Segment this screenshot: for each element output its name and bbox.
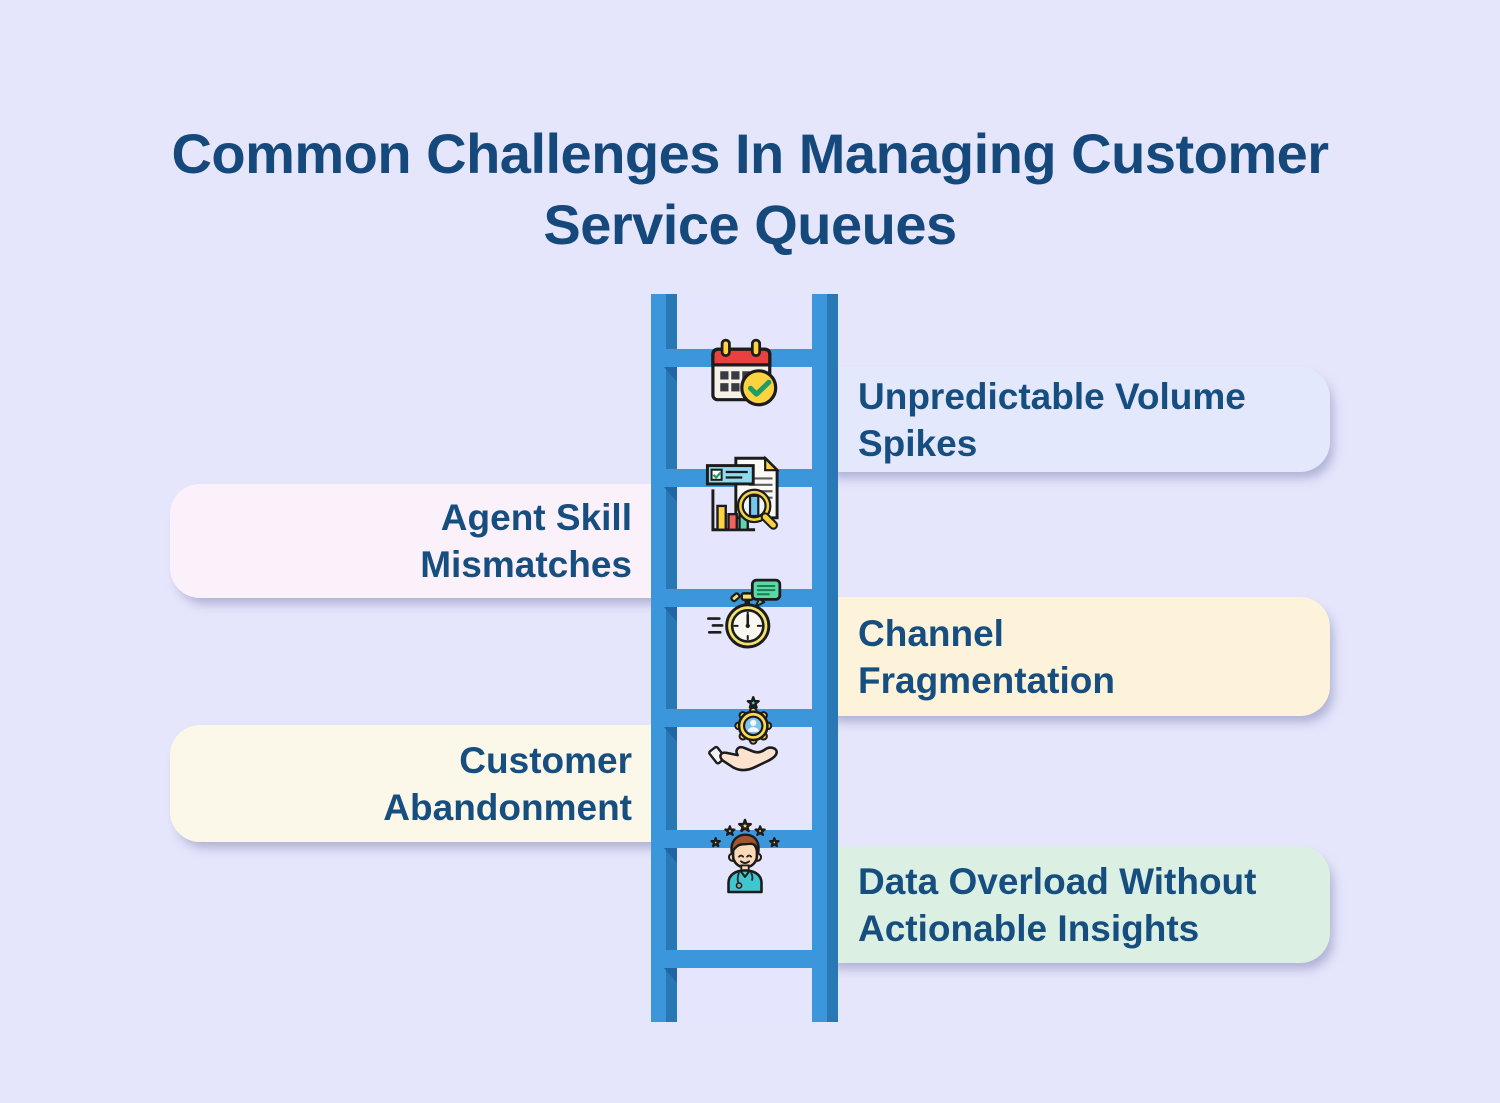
challenge-label: Unpredictable Volume bbox=[858, 375, 1246, 417]
ladder-right-rail bbox=[812, 294, 838, 1022]
challenge-label: Actionable Insights bbox=[858, 907, 1200, 949]
challenge-label: Customer bbox=[459, 739, 632, 781]
ladder-left-rail bbox=[651, 294, 677, 1022]
page-title-line-2: Service Queues bbox=[543, 192, 957, 256]
challenge-label: Agent Skill bbox=[440, 497, 632, 538]
page-title: Common Challenges In Managing Customer S… bbox=[0, 118, 1500, 260]
challenge-label: Data Overload Without bbox=[858, 860, 1257, 902]
challenge-label: Channel bbox=[858, 612, 1004, 654]
challenge-card-channel-fragmentation: Channel Fragmentation bbox=[825, 597, 1330, 716]
page-title-line-1: Common Challenges In Managing Customer bbox=[171, 121, 1329, 185]
challenge-card-customer-abandonment: Customer Abandonment bbox=[170, 725, 666, 842]
calendar-check-icon bbox=[711, 338, 778, 407]
challenge-card-agent-skill-mismatches: Agent Skill Mismatches bbox=[170, 484, 666, 598]
agent-stars-icon bbox=[710, 818, 780, 894]
challenge-card-data-overload: Data Overload Without Actionable Insight… bbox=[825, 846, 1330, 963]
challenge-label: Mismatches bbox=[420, 544, 632, 585]
stopwatch-chat-icon bbox=[707, 578, 782, 649]
ladder-rung bbox=[664, 950, 827, 968]
report-analysis-icon bbox=[705, 455, 780, 532]
challenge-label: Fragmentation bbox=[858, 659, 1115, 701]
challenge-label: Abandonment bbox=[383, 786, 632, 828]
hand-badge-icon bbox=[708, 696, 778, 772]
ladder bbox=[651, 294, 838, 1022]
challenge-label: Spikes bbox=[858, 422, 978, 464]
challenge-card-unpredictable-volume-spikes: Unpredictable Volume Spikes bbox=[825, 367, 1330, 472]
